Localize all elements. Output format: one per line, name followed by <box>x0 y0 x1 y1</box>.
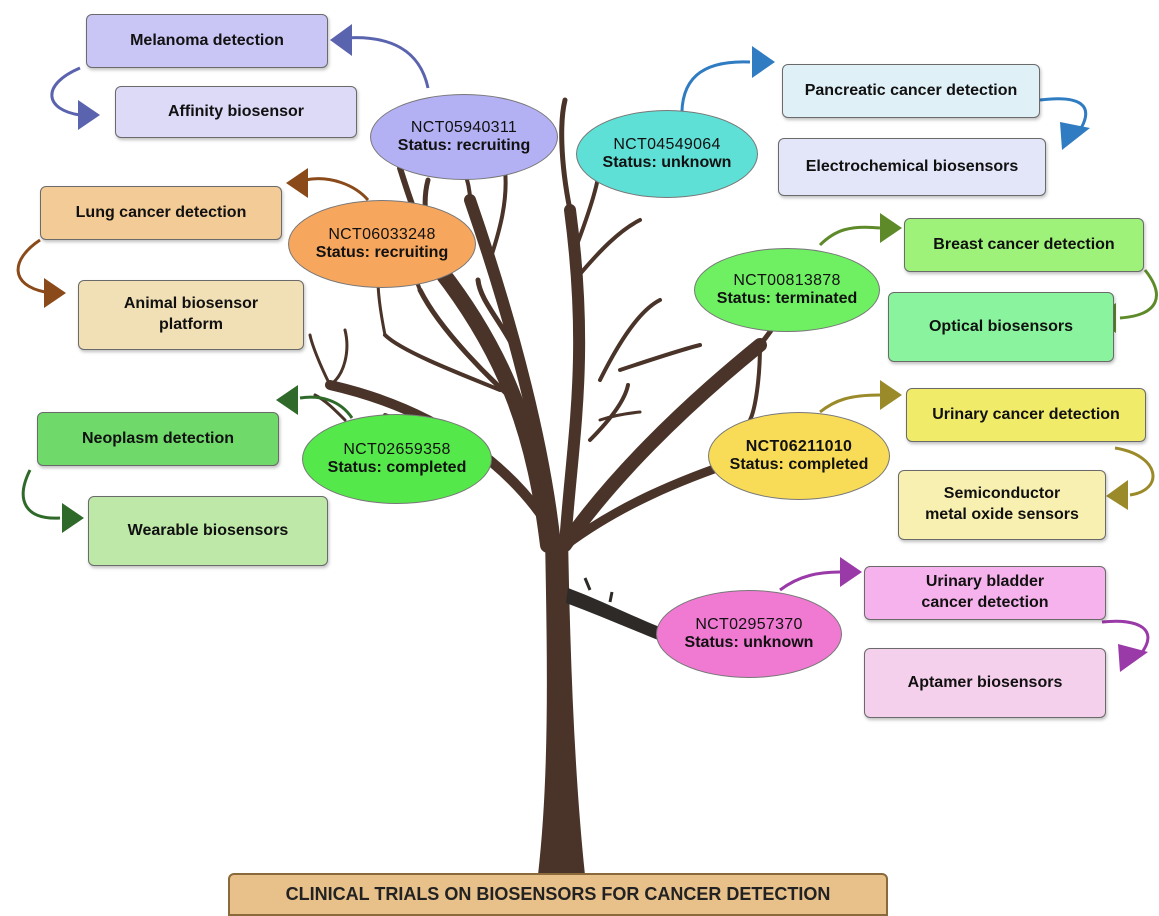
detection-box-urinary: Urinary cancer detection <box>906 388 1146 442</box>
detection-box-melanoma: Melanoma detection <box>86 14 328 68</box>
detection-box-neoplasm: Neoplasm detection <box>37 412 279 466</box>
trial-id: NCT02957370 <box>695 616 803 633</box>
trial-oval-nct06033248: NCT06033248 Status: recruiting <box>288 200 476 288</box>
detection-box-bladder: Urinary bladder cancer detection <box>864 566 1106 620</box>
trial-oval-nct04549064: NCT04549064 Status: unknown <box>576 110 758 198</box>
sensor-box-optical: Optical biosensors <box>888 292 1114 362</box>
sensor-box-semiconductor: Semiconductor metal oxide sensors <box>898 470 1106 540</box>
trial-status: Status: recruiting <box>397 137 531 154</box>
detection-box-pancreatic: Pancreatic cancer detection <box>782 64 1040 118</box>
trial-oval-nct02659358: NCT02659358 Status: completed <box>302 414 492 504</box>
trial-status: Status: unknown <box>684 634 814 651</box>
sensor-box-animal: Animal biosensor platform <box>78 280 304 350</box>
trial-oval-nct02957370: NCT02957370 Status: unknown <box>656 590 842 678</box>
sensor-box-aptamer: Aptamer biosensors <box>864 648 1106 718</box>
trial-id: NCT02659358 <box>343 441 451 458</box>
trial-status: Status: recruiting <box>315 244 449 261</box>
trial-oval-nct05940311: NCT05940311 Status: recruiting <box>370 94 558 180</box>
trial-status: Status: completed <box>327 459 467 476</box>
trial-status: Status: completed <box>729 456 869 473</box>
trial-id: NCT00813878 <box>733 272 841 289</box>
sensor-box-wearable: Wearable biosensors <box>88 496 328 566</box>
trial-status: Status: terminated <box>716 290 858 307</box>
trial-id: NCT04549064 <box>613 136 721 153</box>
trial-id: NCT06211010 <box>745 438 853 455</box>
detection-box-lung: Lung cancer detection <box>40 186 282 240</box>
diagram-title: CLINICAL TRIALS ON BIOSENSORS FOR CANCER… <box>228 873 888 916</box>
sensor-box-affinity: Affinity biosensor <box>115 86 357 138</box>
trial-id: NCT05940311 <box>410 119 518 136</box>
trial-oval-nct00813878: NCT00813878 Status: terminated <box>694 248 880 332</box>
detection-box-breast: Breast cancer detection <box>904 218 1144 272</box>
trial-id: NCT06033248 <box>328 226 436 243</box>
trial-oval-nct06211010: NCT06211010 Status: completed <box>708 412 890 500</box>
trial-status: Status: unknown <box>602 154 732 171</box>
sensor-box-electrochemical: Electrochemical biosensors <box>778 138 1046 196</box>
